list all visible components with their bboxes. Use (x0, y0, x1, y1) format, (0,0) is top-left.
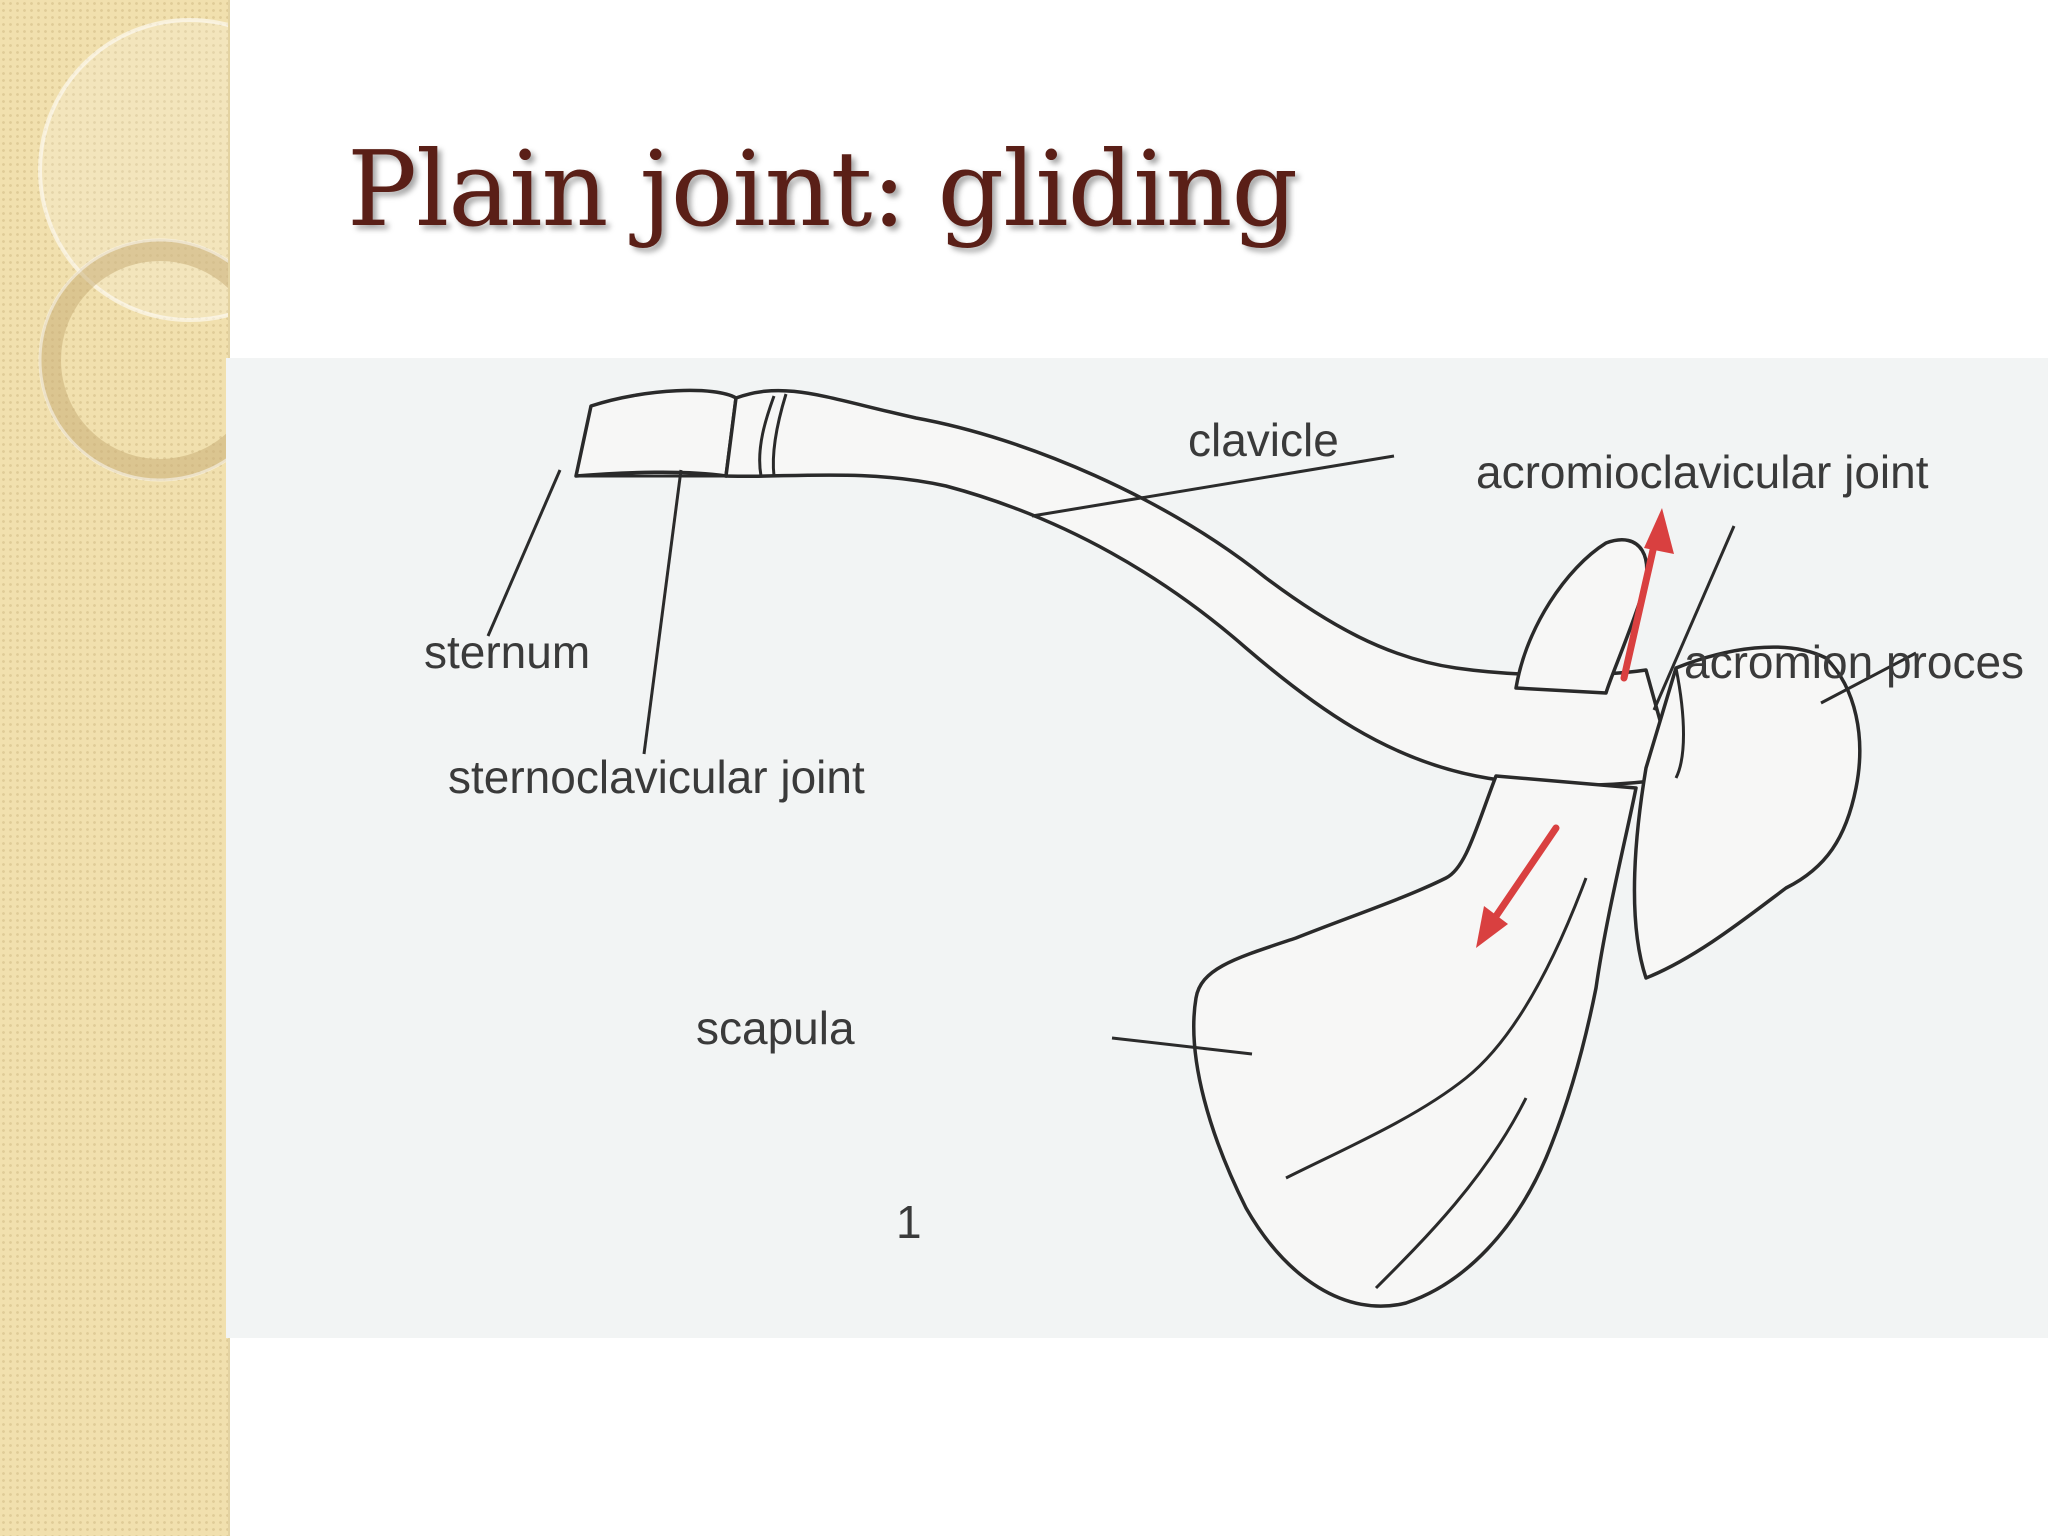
coracoid-process (1514, 538, 1649, 695)
slide-title: Plain joint: gliding (347, 128, 1298, 250)
clavicle-leader (1031, 454, 1395, 518)
sidebar-circle-large (38, 18, 228, 322)
sternum-bone (574, 388, 738, 478)
sternum-label: sternum (424, 626, 590, 678)
sternoclavicular-joint-leader (642, 469, 683, 755)
acromion-process-leader (1820, 651, 1917, 705)
sidebar-circles (38, 18, 228, 482)
scapula-bone (1192, 774, 1638, 1308)
acromioclavicular-joint-leader (1652, 525, 1736, 711)
sternoclavicular-joint-label: sternoclavicular joint (448, 751, 865, 803)
sidebar-ring (39, 239, 228, 481)
acromion-process-bone (1632, 645, 1862, 980)
clavicle-label: clavicle (1188, 414, 1339, 466)
sidebar-ring-highlight (38, 238, 228, 482)
figure-number: 1 (896, 1196, 922, 1248)
decorative-sidebar (0, 0, 230, 1536)
acromioclavicular-joint-label: acromioclavicular joint (1476, 446, 1929, 498)
sternum-leader (486, 469, 562, 637)
scapula-label: scapula (696, 1002, 855, 1054)
gliding-arrow-up (1620, 508, 1674, 682)
scapula-leader (1111, 1036, 1253, 1056)
shoulder-joint-diagram: clavicle acromioclavicular joint sternum… (226, 358, 2048, 1338)
gliding-arrow-down (1476, 824, 1560, 948)
acromion-process-label: acromion proces (1684, 636, 2024, 688)
